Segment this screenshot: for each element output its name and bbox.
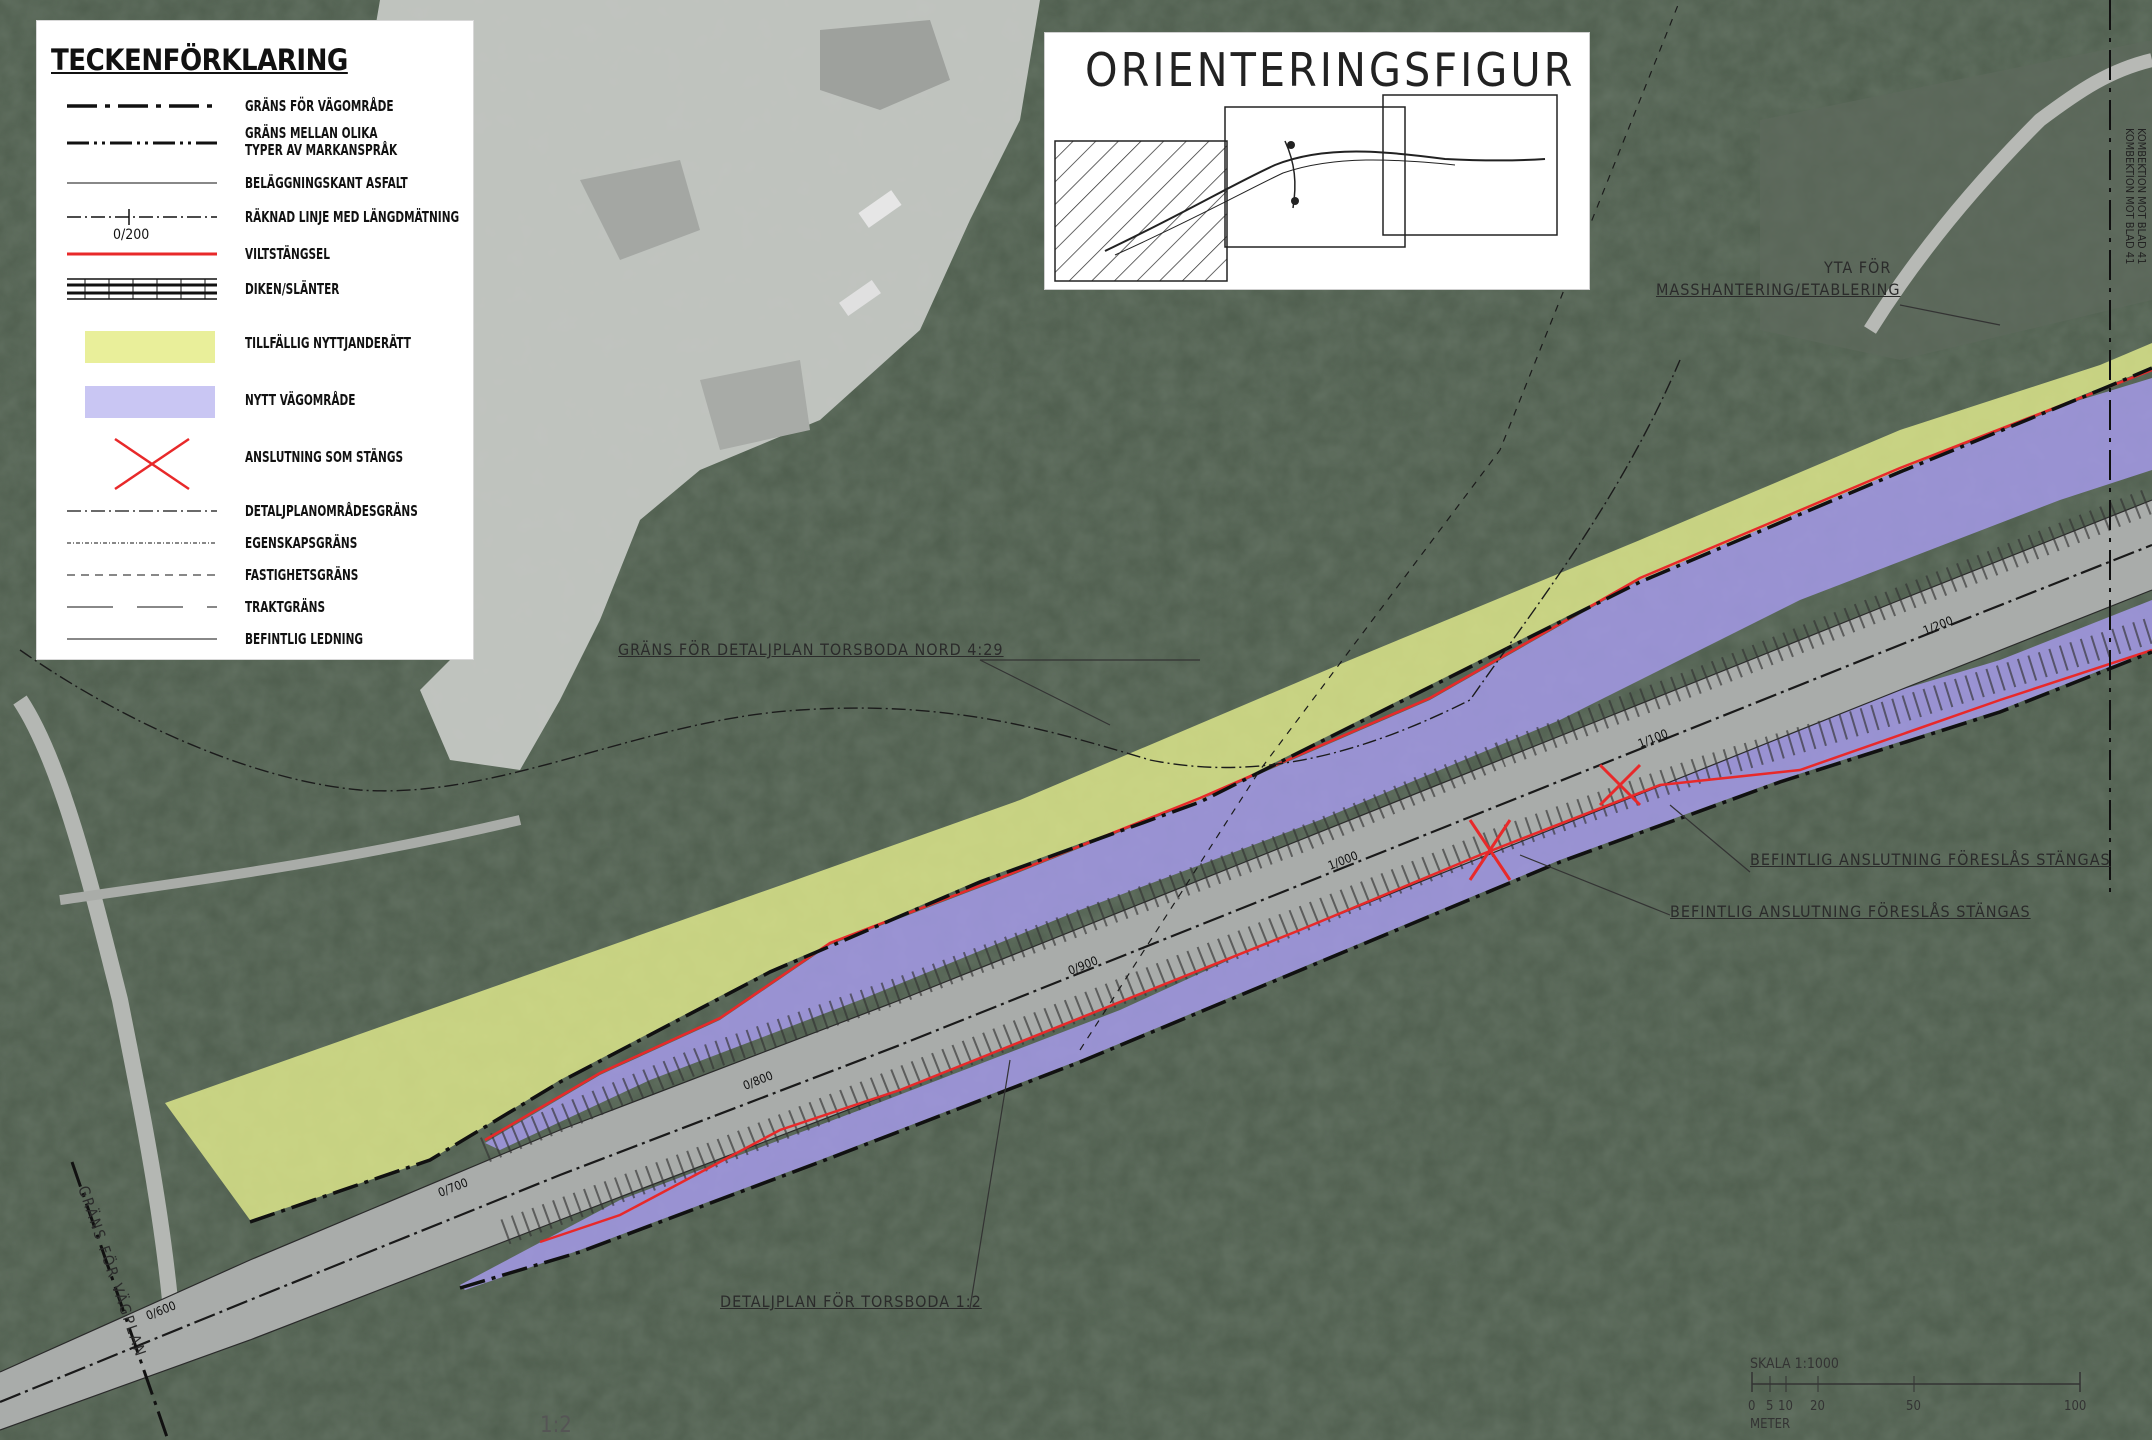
- leader-line: [1899, 304, 2001, 326]
- anslutning-label-1: BEFINTLIG ANSLUTNING FÖRESLÅS STÄNGAS: [1750, 850, 2111, 869]
- legend-label-closed: ANSLUTNING SOM STÄNGS: [245, 448, 404, 466]
- leader-line: [1519, 854, 1671, 916]
- quarry-pit: [700, 360, 810, 450]
- yta-label-line2: MASSHANTERING/ETABLERING: [1656, 280, 1901, 299]
- legend-label-fastighet: FASTIGHETSGRÄNS: [245, 566, 359, 584]
- road-area-border-south: [459, 650, 2152, 1290]
- legend-label-vagomrade: GRÄNS FÖR VÄGOMRÅDE: [245, 97, 394, 115]
- sheet-number: 1:2: [540, 1413, 572, 1438]
- scale-tick-0: 0: [1748, 1399, 1755, 1414]
- orientation-road: [1104, 150, 1546, 252]
- detaljplan-torsboda-label: DETALJPLAN FÖR TORSBODA 1:2: [720, 1292, 982, 1311]
- detailplan-border: [19, 359, 1681, 792]
- legend-label-fence: VILTSTÄNGSEL: [245, 245, 330, 263]
- ditch-slope-south: [500, 617, 2152, 1245]
- scale-unit: METER: [1750, 1417, 1790, 1432]
- road-corridor: [0, 500, 2152, 1430]
- legend-symbol-closed: [114, 437, 190, 491]
- legend-label-detailplan: DETALJPLANOMRÅDESGRÄNS: [245, 502, 418, 520]
- detailplan-nord-label: GRÄNS FÖR DETALJPLAN TORSBODA NORD 4:29: [618, 640, 1004, 659]
- closed-connection-marker: [1598, 763, 1642, 807]
- legend-label-temporary: TILLFÄLLIG NYTTJANDERÄTT: [245, 334, 411, 352]
- chainage-center-line: [0, 543, 2152, 1404]
- legend-label-new-road: NYTT VÄGOMRÅDE: [245, 391, 356, 409]
- forest-road: [59, 815, 522, 905]
- legend-symbols: 0/200: [67, 104, 217, 640]
- legend-label-ditches: DIKEN/SLÄNTER: [245, 280, 340, 298]
- forest-road: [13, 695, 178, 1301]
- legend-label-asphalt: BELÄGGNINGSKANT ASFALT: [245, 174, 408, 192]
- property-border: [1079, 0, 1681, 1051]
- orientation-title: ORIENTERINGSFIGUR: [1085, 43, 1576, 97]
- legend-label-egenskap: EGENSKAPSGRÄNS: [245, 534, 358, 552]
- scale-title: SKALA 1:1000: [1750, 1356, 1839, 1372]
- scale-tick-10: 10: [1778, 1399, 1793, 1414]
- yta-label-line1: YTA FÖR: [1824, 258, 1892, 277]
- wildlife-fence-south: [539, 648, 2152, 1244]
- legend-symbol-temporary: [85, 331, 215, 363]
- legend-symbol-new-road: [85, 386, 215, 418]
- legend-title: TECKENFÖRKLARING: [51, 43, 348, 77]
- closed-connection-marker: [1468, 819, 1512, 881]
- temporary-use-area: [165, 343, 2152, 1220]
- vagplan-border: [70, 1161, 170, 1440]
- new-road-area-north: [485, 378, 2152, 1150]
- orientation-current-sheet: [1054, 140, 1228, 282]
- leader-line: [979, 659, 1200, 726]
- quarry-area: [300, 0, 1040, 770]
- quarry-building: [858, 190, 902, 228]
- orientation-sketch: [1054, 94, 1558, 282]
- legend-label-markansprak-2: TYPER AV MARKANSPRÅK: [245, 141, 398, 159]
- legend-chainage-sample: 0/200: [113, 227, 149, 243]
- leader-line: [1669, 804, 1751, 873]
- new-road-area-south: [460, 600, 2152, 1290]
- clearing-area: [1760, 40, 2152, 360]
- quarry-building: [839, 279, 881, 317]
- legend-label-ledning: BEFINTLIG LEDNING: [245, 630, 364, 648]
- legend-label-trakt: TRAKTGRÄNS: [245, 598, 326, 616]
- scale-tick-5: 5: [1766, 1399, 1773, 1414]
- anslutning-label-2: BEFINTLIG ANSLUTNING FÖRESLÅS STÄNGAS: [1670, 902, 2031, 921]
- orientation-figure: ORIENTERINGSFIGUR: [1044, 32, 1590, 290]
- legend-label-chainage: RÄKNAD LINJE MED LÄNGDMÄTNING: [245, 208, 460, 226]
- scale-tick-50: 50: [1906, 1399, 1921, 1414]
- scale-tick-20: 20: [1810, 1399, 1825, 1414]
- scale-bar: SKALA 1:1000 0 5 10 20 50 100 METER: [1748, 1356, 2086, 1432]
- legend-label-markansprak-1: GRÄNS MELLAN OLIKA: [245, 124, 378, 142]
- legend-panel: TECKENFÖRKLARING 0/200: [36, 20, 474, 660]
- legend-symbol-ditches: [67, 278, 217, 300]
- sheet-reference-2: KOMBEKTION MOT BLAD 41: [2135, 128, 2148, 264]
- quarry-pit: [820, 20, 950, 110]
- leader-line: [969, 1059, 1011, 1309]
- quarry-pit: [580, 160, 700, 260]
- sheet-reference-1: KOMBEKTION MOT BLAD 41: [2123, 128, 2136, 264]
- orientation-sheet-2: [1224, 106, 1406, 248]
- orientation-sheet-3: [1382, 94, 1558, 236]
- scale-tick-100: 100: [2064, 1399, 2086, 1414]
- forest-road: [1864, 53, 2152, 334]
